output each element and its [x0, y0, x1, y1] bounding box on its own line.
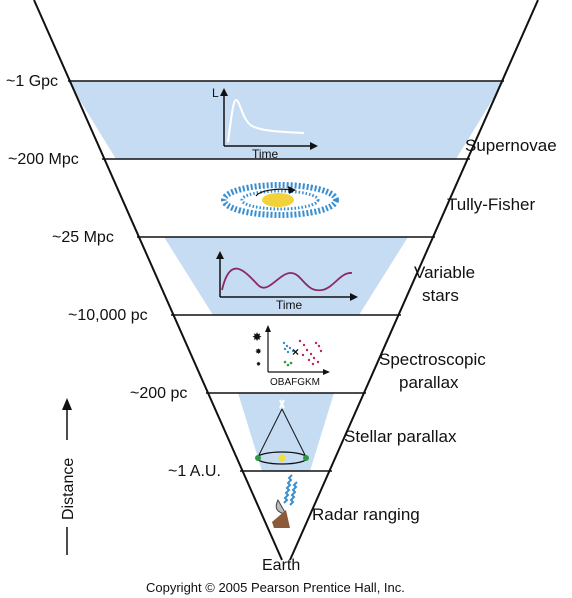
band-spectroscopic-parallax [213, 315, 359, 393]
supernova-plot-xlabel: Time [252, 147, 279, 161]
method-label-supernovae: Supernovae [465, 136, 557, 155]
hr-main-sequence [282, 341, 295, 354]
distance-label-200pc: ~200 pc [130, 385, 187, 402]
distance-label-1gpc: ~1 Gpc [6, 73, 58, 90]
method-label-radar-ranging: Radar ranging [312, 505, 420, 524]
supernova-plot-y-arrow [220, 88, 228, 96]
method-label-tully-fisher: Tully-Fisher [447, 195, 535, 214]
galaxy-disk [221, 182, 339, 218]
funnel-left-edge [33, 0, 283, 561]
hr-plot-x-arrow [323, 369, 330, 375]
earth-label: Earth [262, 557, 300, 574]
rotation-arrow [255, 188, 293, 197]
band-stellar-parallax-fill [238, 393, 334, 471]
variable-plot-y-arrow [216, 251, 224, 259]
hr-plot-y-arrow [265, 325, 271, 332]
method-label-variable-line1: Variable [414, 263, 475, 282]
distance-label-10000pc: ~10,000 pc [68, 307, 148, 324]
method-label-stellar-parallax: Stellar parallax [344, 427, 457, 446]
supernova-light-curve [227, 98, 305, 143]
rotating-galaxy-illustration [221, 182, 339, 218]
parallax-ray-left [257, 408, 283, 458]
parallax-ray-right [281, 408, 307, 458]
hr-target-marker: × [292, 345, 299, 359]
galaxy-disk-inner [240, 189, 320, 211]
hr-red-branch [298, 339, 323, 366]
supernova-plot-ylabel: L [212, 86, 219, 100]
supernova-plot-x-arrow [310, 142, 318, 150]
radar-base [272, 510, 290, 528]
band-variable-stars [164, 237, 408, 315]
copyright-notice: Copyright © 2005 Pearson Prentice Hall, … [146, 580, 405, 595]
distance-axis-label: Distance [60, 458, 77, 520]
variable-star-light-curve-plot: Time [216, 251, 358, 312]
supernova-light-curve-plot: L Time [212, 86, 318, 161]
rotation-arrowhead [288, 186, 296, 194]
sun [278, 454, 286, 462]
earth-position-right [303, 455, 309, 461]
variable-light-curve [221, 267, 353, 291]
variable-plot-xlabel: Time [276, 298, 303, 312]
distance-axis-arrowhead [62, 398, 72, 410]
method-label-variable-line2: stars [422, 286, 459, 305]
hr-green-stars [283, 360, 293, 367]
distance-label-25mpc: ~25 Mpc [52, 229, 114, 246]
variable-plot-x-arrow [350, 293, 358, 301]
hr-star-medium: ✸ [255, 347, 262, 356]
radar-waves [283, 474, 293, 504]
hr-star-small: ✸ [256, 361, 261, 368]
parallax-star [279, 399, 285, 409]
radar-dish-illustration [272, 474, 298, 528]
method-label-spectroscopic-line1: Spectroscopic [379, 350, 486, 369]
earth-position-left [255, 455, 261, 461]
distance-label-200mpc: ~200 Mpc [8, 151, 79, 168]
hr-star-large: ✸ [252, 330, 262, 344]
distance-label-1au: ~1 A.U. [168, 463, 221, 480]
funnel-right-edge [289, 0, 539, 561]
hr-diagram-plot: ✸ ✸ ✸ × OBAFGKM [252, 325, 330, 388]
stellar-parallax-illustration [255, 399, 309, 465]
galaxy-core [262, 193, 294, 207]
band-supernovae [68, 81, 504, 159]
radar-waves-2 [289, 481, 298, 506]
method-label-spectroscopic-line2: parallax [399, 373, 459, 392]
hr-plot-xlabel: OBAFGKM [270, 377, 320, 388]
